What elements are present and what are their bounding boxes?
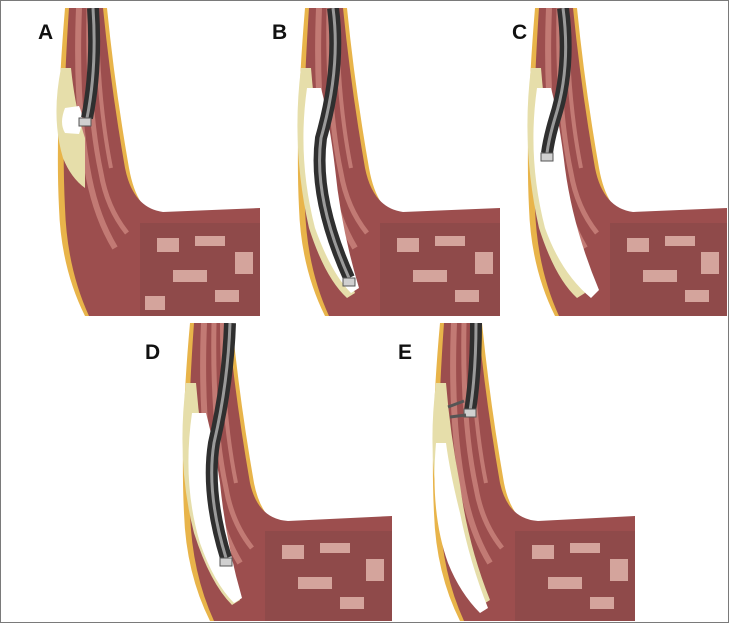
panel-b-label: B — [272, 22, 287, 43]
panel-a-label: A — [38, 22, 53, 43]
panel-a-illustration — [45, 8, 260, 316]
panel-e-label: E — [398, 342, 412, 363]
panel-c — [515, 8, 727, 316]
panel-e-illustration — [420, 323, 635, 621]
panel-e — [420, 323, 635, 621]
panel-c-illustration — [515, 8, 727, 316]
panel-a — [45, 8, 260, 316]
panel-d-illustration — [170, 323, 392, 621]
panel-b-illustration — [285, 8, 500, 316]
panel-b — [285, 8, 500, 316]
esophagus-stomach-anatomy — [56, 8, 260, 316]
panel-d — [170, 323, 392, 621]
panel-d-label: D — [145, 342, 160, 363]
panel-c-label: C — [512, 22, 527, 43]
